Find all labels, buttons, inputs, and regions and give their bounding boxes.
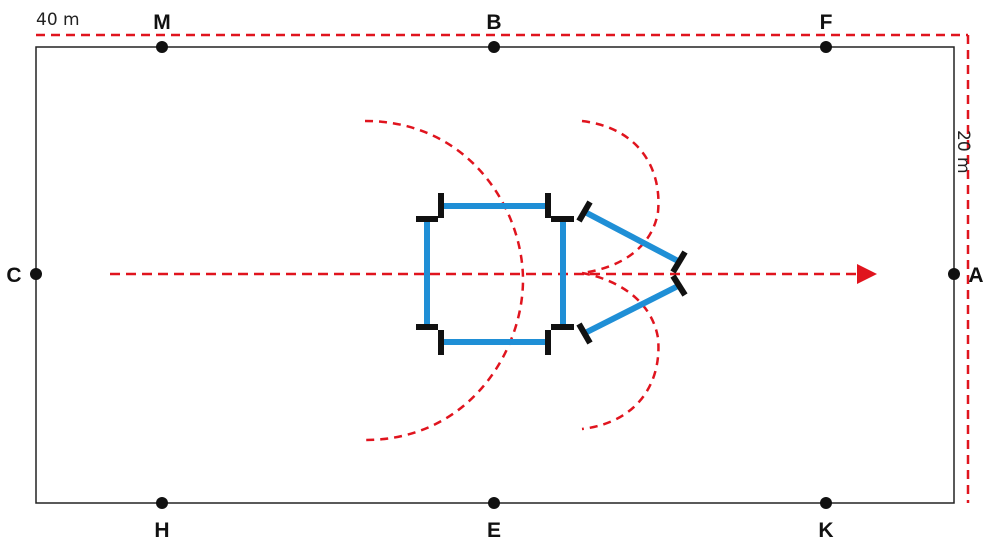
- marker-dots: [30, 41, 960, 509]
- obstacle-bar-lower-diagonal: [581, 283, 680, 337]
- length-dimension-label: 40 m: [36, 10, 80, 30]
- post-lower-diagonal-start: [576, 322, 593, 345]
- obstacle-bar-upper-diagonal: [581, 208, 680, 264]
- marker-dot-h: [156, 497, 168, 509]
- obstacle-posts: [416, 193, 688, 355]
- marker-label-a: A: [968, 264, 983, 287]
- upper-right-arc: [581, 119, 660, 275]
- marker-label-f: F: [820, 11, 833, 34]
- width-dimension-label: 20 m: [953, 130, 973, 174]
- post-upper-diagonal-start: [576, 200, 593, 223]
- marker-dot-k: [820, 497, 832, 509]
- marker-label-e: E: [487, 519, 501, 542]
- marker-label-h: H: [154, 519, 169, 542]
- post-upper-diagonal-end: [670, 250, 688, 274]
- post-lower-diagonal-end: [670, 274, 688, 297]
- marker-label-k: K: [818, 519, 833, 542]
- marker-dot-a: [948, 268, 960, 280]
- marker-dot-c: [30, 268, 42, 280]
- left-arc: [364, 119, 525, 442]
- marker-dot-m: [156, 41, 168, 53]
- marker-dot-f: [820, 41, 832, 53]
- obstacle-figure: [424, 203, 680, 345]
- marker-label-b: B: [486, 11, 501, 34]
- marker-label-m: M: [153, 11, 171, 34]
- marker-label-c: C: [6, 264, 21, 287]
- marker-dot-b: [488, 41, 500, 53]
- lower-right-arc: [581, 271, 660, 431]
- marker-dot-e: [488, 497, 500, 509]
